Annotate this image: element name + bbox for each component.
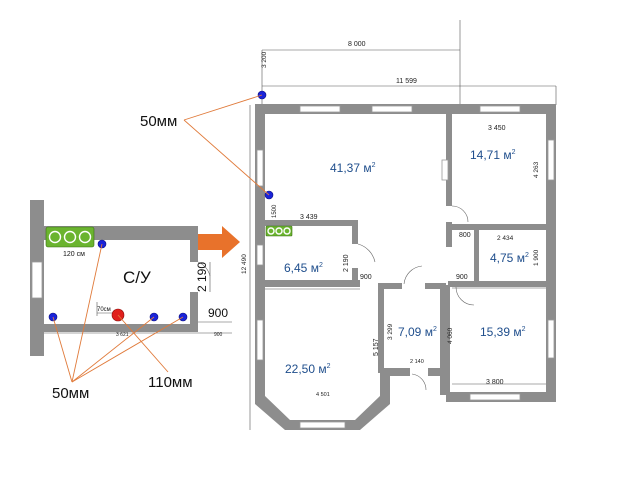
dim-1500: 1500 xyxy=(272,204,278,218)
detail-bottom-dim: 3 621 xyxy=(116,332,129,338)
dim-2190-plan: 2 190 xyxy=(343,254,350,272)
room-areas: 41,37 м2 14,71 м2 6,45 м2 4,75 м2 7,09 м… xyxy=(284,148,529,376)
orange-arrow-icon xyxy=(198,226,240,258)
dim-5157: 5 157 xyxy=(373,338,380,356)
detail-bottom-door: 900 xyxy=(214,332,223,338)
dim-3800: 3 800 xyxy=(486,379,504,386)
dim-3439: 3 439 xyxy=(300,214,318,221)
dim-900-bath: 900 xyxy=(360,274,372,281)
detail-title: С/У xyxy=(123,268,151,287)
callout-50mm-top: 50мм xyxy=(140,113,177,130)
detail-offset: 70см xyxy=(97,307,111,313)
callout-110mm: 110мм xyxy=(148,374,193,391)
top-dimensions: 8 000 11 599 3 200 12 490 xyxy=(241,20,557,430)
bathroom-detail: 120 см С/У 2 190 900 70см 3 621 900 xyxy=(30,200,232,356)
dim-2140: 2 140 xyxy=(410,359,424,365)
dim-900-corr: 900 xyxy=(456,274,468,281)
dim-8000: 8 000 xyxy=(348,41,366,48)
fixture-width-label: 120 см xyxy=(63,251,85,258)
dim-3450: 3 450 xyxy=(488,125,506,132)
dim-800: 800 xyxy=(459,232,471,239)
dim-4501: 4 501 xyxy=(316,392,330,398)
detail-fixture-icon xyxy=(45,226,95,248)
area-bay-room: 22,50 м2 xyxy=(285,362,331,376)
dim-4263: 4 263 xyxy=(533,161,540,178)
callout-50mm-bottom: 50мм xyxy=(52,385,89,402)
area-living: 41,37 м2 xyxy=(330,161,376,175)
dim-3299: 3 299 xyxy=(387,323,394,340)
windows xyxy=(256,105,555,429)
interior-dimensions: 3 450 3 439 4 263 1500 2 190 900 800 2 4… xyxy=(265,125,546,398)
dim-12490: 12 490 xyxy=(241,254,248,274)
dim-1900: 1 900 xyxy=(533,249,540,266)
detail-height: 2 190 xyxy=(195,262,209,292)
dim-4060: 4 060 xyxy=(447,327,454,344)
area-bedroom1: 14,71 м2 xyxy=(470,148,516,162)
dim-11599: 11 599 xyxy=(396,78,417,85)
area-closet: 4,75 м2 xyxy=(490,251,529,265)
dim-2434: 2 434 xyxy=(497,235,514,242)
door-swings xyxy=(357,205,475,391)
leader-lines xyxy=(52,94,270,383)
detail-door: 900 xyxy=(208,306,228,320)
area-bedroom2: 15,39 м2 xyxy=(480,325,526,339)
area-bath: 6,45 м2 xyxy=(284,261,323,275)
area-center: 7,09 м2 xyxy=(398,325,437,339)
dim-3200: 3 200 xyxy=(261,51,268,68)
